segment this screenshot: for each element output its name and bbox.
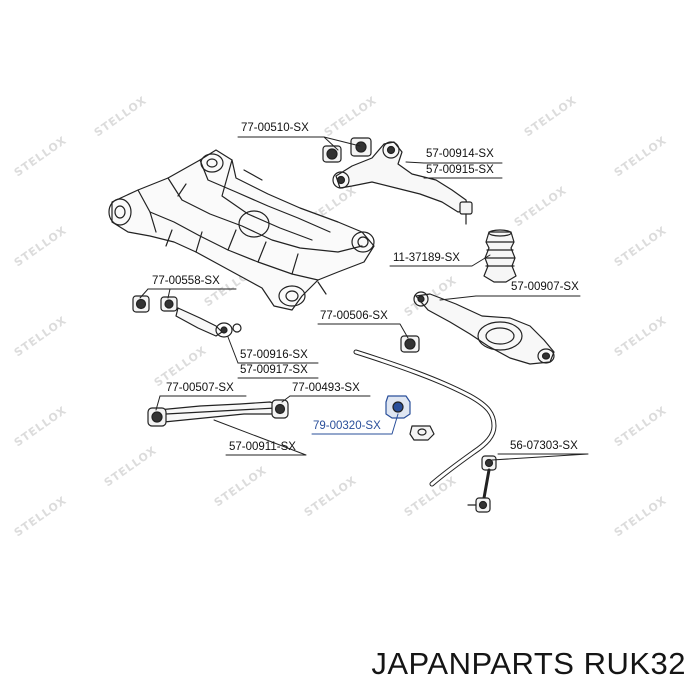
bushing-77-00506-part	[400, 335, 420, 353]
stabilizer-bar-part	[353, 349, 497, 487]
label-56-07303: 56-07303-SX	[510, 440, 578, 452]
label-57-00915: 57-00915-SX	[426, 164, 494, 176]
label-77-00507: 77-00507-SX	[166, 382, 234, 394]
bushing-77-00510-part	[322, 137, 372, 163]
label-57-00907: 57-00907-SX	[511, 281, 579, 293]
label-79-00320: 79-00320-SX	[313, 420, 381, 432]
label-77-00510: 77-00510-SX	[241, 122, 309, 134]
label-57-00914: 57-00914-SX	[426, 148, 494, 160]
bump-stop-part	[483, 229, 517, 283]
label-77-00558: 77-00558-SX	[152, 275, 220, 287]
label-57-00911: 57-00911-SX	[229, 441, 296, 453]
stabilizer-link-part	[467, 455, 497, 513]
lower-arm-part	[413, 291, 555, 365]
label-57-00916: 57-00916-SX	[240, 349, 308, 361]
bushing-77-00558-part	[132, 295, 178, 313]
label-77-00493: 77-00493-SX	[292, 382, 360, 394]
lateral-arm-part	[147, 399, 289, 427]
label-57-00917: 57-00917-SX	[240, 364, 308, 376]
label-11-37189: 11-37189-SX	[393, 252, 460, 264]
stabilizer-bushing-part	[385, 395, 435, 441]
label-77-00506: 77-00506-SX	[320, 310, 388, 322]
brand-caption: JAPANPARTS RUK32	[371, 646, 686, 681]
subframe-part	[108, 149, 375, 311]
upper-arm-part	[332, 141, 473, 225]
trailing-link-part	[175, 307, 242, 338]
highlight-leader-line	[311, 413, 399, 435]
leader-lines	[139, 136, 589, 461]
